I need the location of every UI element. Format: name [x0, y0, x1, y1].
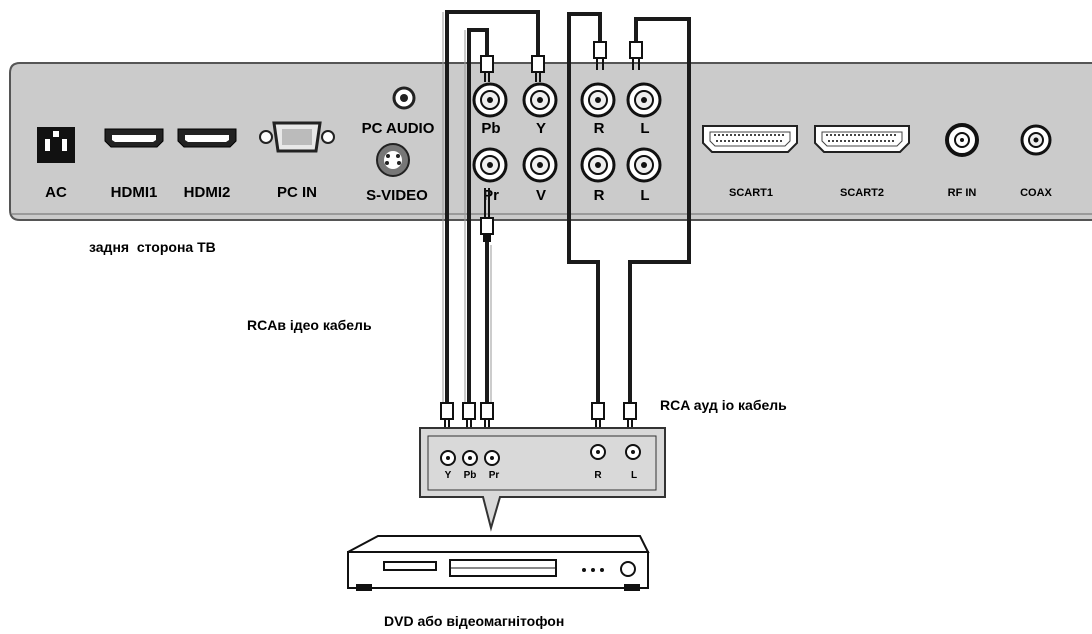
hdmi2-port-icon: [177, 128, 237, 148]
scart1-label: SCART1: [729, 187, 773, 199]
player-y-label: Y: [445, 470, 452, 481]
rf-in-label: RF IN: [948, 187, 977, 199]
ac-socket-icon: [37, 127, 75, 163]
y-label: Y: [536, 120, 546, 137]
r-bottom-jack-icon: [580, 147, 616, 183]
r-top-label: R: [594, 120, 605, 137]
v-label: V: [536, 187, 546, 204]
player-caption: DVD або відеомагнітофон: [384, 613, 564, 629]
player-r-label: R: [594, 470, 602, 481]
l-bottom-label: L: [640, 187, 649, 204]
tv-rear-panel: [9, 62, 1092, 221]
scart2-label: SCART2: [840, 187, 884, 199]
rca-plug-pb-icon: [480, 55, 494, 82]
player-pb-label: Pb: [464, 470, 477, 481]
player-pb-jack-icon: [462, 450, 478, 466]
pc-in-label: PC IN: [277, 184, 317, 201]
coax-port-icon: [1020, 124, 1052, 156]
player-y-jack-icon: [440, 450, 456, 466]
v-jack-icon: [522, 147, 558, 183]
rca-audio-cable-caption: RCA ауд іо кабель: [660, 397, 787, 413]
l-top-jack-icon: [626, 82, 662, 118]
pc-audio-label: PC AUDIO: [362, 120, 435, 137]
coax-label: COAX: [1020, 187, 1052, 199]
pr-jack-icon: [472, 147, 508, 183]
rca-video-cable-caption: RCAв ідео кабель: [247, 317, 372, 333]
rf-in-port-icon: [945, 123, 979, 157]
s-video-port-icon: [376, 143, 410, 177]
hdmi2-label: HDMI2: [184, 184, 231, 201]
pb-jack-icon: [472, 82, 508, 118]
tv-back-caption: задня сторона ТВ: [89, 239, 216, 255]
rca-audio-cables: [567, 12, 691, 405]
player-l-jack-icon: [625, 444, 641, 460]
player-pr-jack-icon: [484, 450, 500, 466]
player-connector-panel: [419, 427, 666, 532]
vga-port-icon: [259, 121, 335, 153]
rca-video-cables: [442, 10, 540, 405]
hdmi1-label: HDMI1: [111, 184, 158, 201]
s-video-label: S-VIDEO: [366, 187, 428, 204]
rca-plug-l-icon: [629, 41, 643, 70]
l-top-label: L: [640, 120, 649, 137]
l-bottom-jack-icon: [626, 147, 662, 183]
scart1-port-icon: [702, 125, 798, 153]
r-top-jack-icon: [580, 82, 616, 118]
scart2-port-icon: [814, 125, 910, 153]
dvd-player-icon: [347, 535, 650, 591]
player-l-label: L: [631, 470, 637, 481]
ac-label: AC: [45, 184, 67, 201]
player-r-jack-icon: [590, 444, 606, 460]
audio-jack-icon: [392, 86, 416, 110]
rca-plug-y-icon: [531, 55, 545, 82]
r-bottom-label: R: [594, 187, 605, 204]
pb-label: Pb: [481, 120, 500, 137]
rca-plug-r-icon: [593, 41, 607, 70]
pr-label: Pr: [483, 187, 499, 204]
rca-plug-pr-icon: [480, 188, 494, 242]
hdmi1-port-icon: [104, 128, 164, 148]
y-jack-icon: [522, 82, 558, 118]
player-pr-label: Pr: [489, 470, 500, 481]
